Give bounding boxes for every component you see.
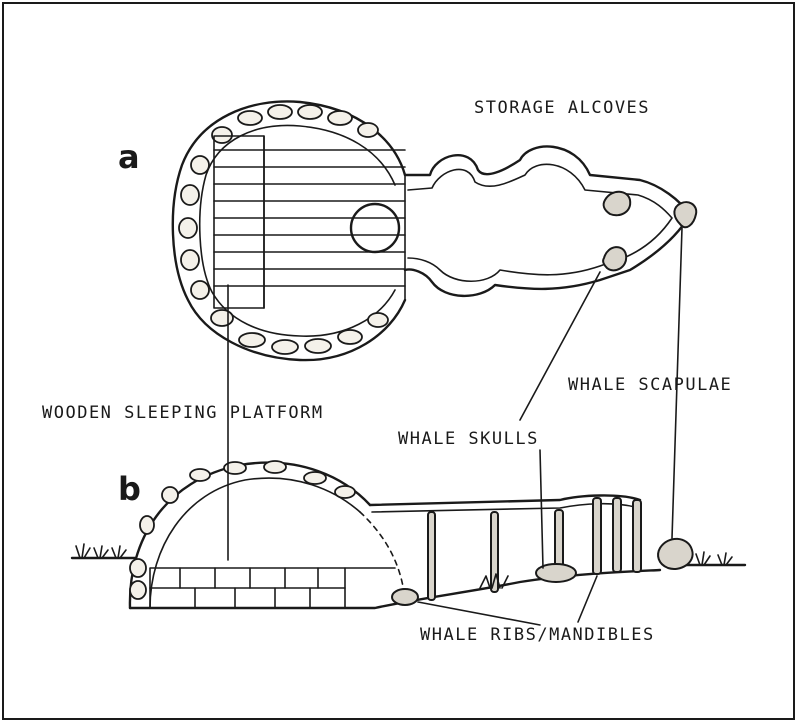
whale-ribs — [427, 497, 642, 601]
tunnel-roof — [368, 494, 642, 507]
section-wall-stones — [129, 460, 356, 600]
plan-wall-stones — [178, 104, 389, 355]
label-whale-skulls: WHALE SKULLS — [398, 429, 539, 449]
section-view — [70, 460, 747, 610]
panel-label-b: b — [118, 470, 141, 508]
dome-interior-arc — [359, 511, 406, 601]
whale-scapula-section — [657, 537, 694, 570]
label-whale-scapulae: WHALE SCAPULAE — [568, 375, 732, 395]
leader-lines — [227, 227, 683, 626]
panel-label-a: a — [118, 138, 140, 176]
plan-outer-wall — [171, 100, 407, 362]
entrance-stone — [391, 588, 419, 606]
section-platform — [149, 567, 346, 609]
sleeping-platform-planks — [213, 135, 406, 309]
whale-scapula-plan — [673, 201, 698, 229]
hearth-circle — [349, 202, 401, 254]
small-bones — [479, 573, 509, 589]
whale-skull-section — [535, 563, 577, 583]
entrance-tunnel-wall — [403, 145, 692, 298]
plan-view — [171, 100, 698, 362]
whale-skull-plan-lower — [602, 246, 628, 272]
label-storage-alcoves: STORAGE ALCOVES — [474, 98, 650, 118]
grass-tufts — [75, 543, 733, 566]
whale-skull-plan-upper — [602, 190, 632, 217]
label-sleeping-platform: WOODEN SLEEPING PLATFORM — [42, 403, 324, 423]
label-whale-ribs: WHALE RIBS/MANDIBLES — [420, 625, 655, 645]
dome-inner — [149, 477, 361, 609]
plan-inner-wall — [198, 124, 396, 337]
tunnel-inner-wall — [407, 163, 673, 282]
